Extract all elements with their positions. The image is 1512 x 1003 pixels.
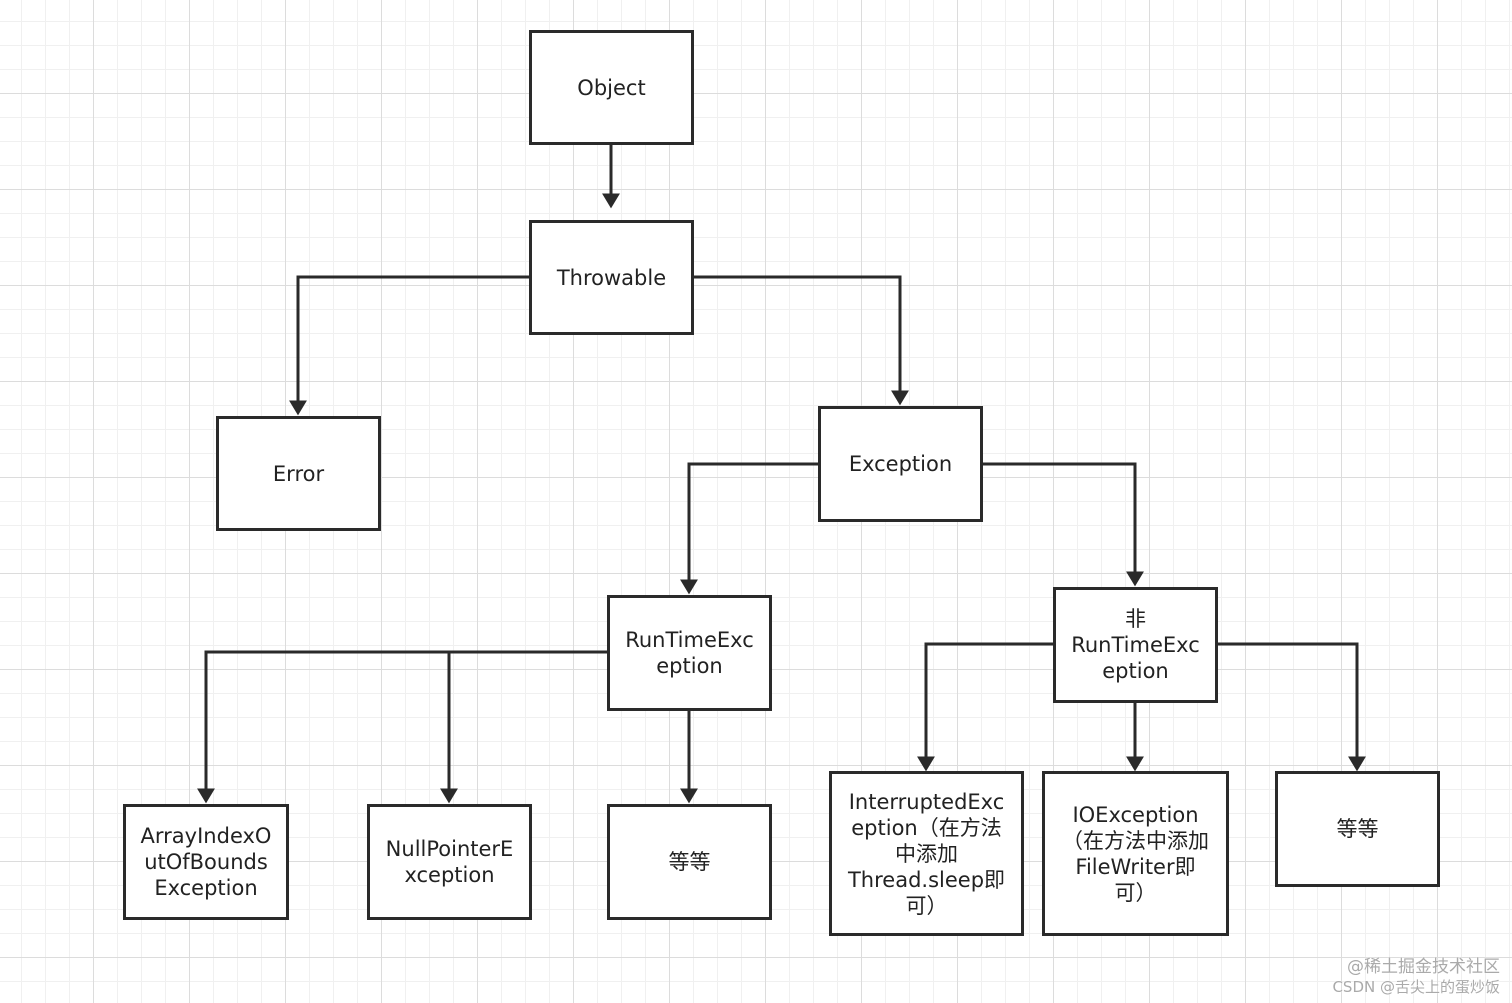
node-runtime-exception-label: RunTimeExc eption [625, 628, 754, 678]
node-object: Object [529, 30, 694, 145]
node-non-runtime-exception: 非 RunTimeExc eption [1053, 587, 1218, 703]
node-exception: Exception [818, 406, 983, 522]
node-runtime-etc: 等等 [607, 804, 772, 920]
node-checked-etc: 等等 [1275, 771, 1440, 887]
node-null-pointer: NullPointerE xception [367, 804, 532, 920]
watermark-csdn: CSDN @舌尖上的蛋炒饭 [1332, 978, 1500, 996]
edge-exception-runtime [680, 462, 819, 595]
node-io-exception: IOException （在方法中添加 FileWriter即 可） [1042, 771, 1229, 936]
node-non-runtime-exception-label: 非 RunTimeExc eption [1071, 607, 1200, 683]
node-error: Error [216, 416, 381, 531]
node-throwable-label: Throwable [556, 265, 667, 290]
node-throwable: Throwable [529, 220, 694, 335]
node-runtime-etc-label: 等等 [668, 850, 711, 874]
edge-nonruntime-etc [1217, 642, 1366, 772]
node-checked-etc-label: 等等 [1336, 817, 1379, 841]
edge-throwable-error [289, 275, 530, 416]
edge-runtime-arrayindex [197, 650, 608, 804]
node-exception-label: Exception [848, 452, 953, 476]
watermark-juejin: @稀土掘金技术社区 [1347, 957, 1500, 977]
node-interrupted-exception-label: InterruptedExc eption（在方法 中添加 Thread.sle… [847, 789, 1006, 918]
node-object-label: Object [577, 75, 646, 100]
node-runtime-exception: RunTimeExc eption [607, 595, 772, 711]
node-null-pointer-label: NullPointerE xception [385, 837, 514, 887]
node-array-index-out-of-bounds-label: ArrayIndexO utOfBounds Exception [140, 824, 272, 900]
edge-throwable-exception [693, 275, 909, 406]
node-array-index-out-of-bounds: ArrayIndexO utOfBounds Exception [123, 804, 289, 920]
edge-exception-nonruntime [982, 462, 1144, 587]
edge-nonruntime-interrupted [917, 642, 1054, 772]
node-error-label: Error [272, 461, 325, 486]
node-interrupted-exception: InterruptedExc eption（在方法 中添加 Thread.sle… [829, 771, 1024, 936]
node-io-exception-label: IOException （在方法中添加 FileWriter即 可） [1062, 802, 1209, 905]
